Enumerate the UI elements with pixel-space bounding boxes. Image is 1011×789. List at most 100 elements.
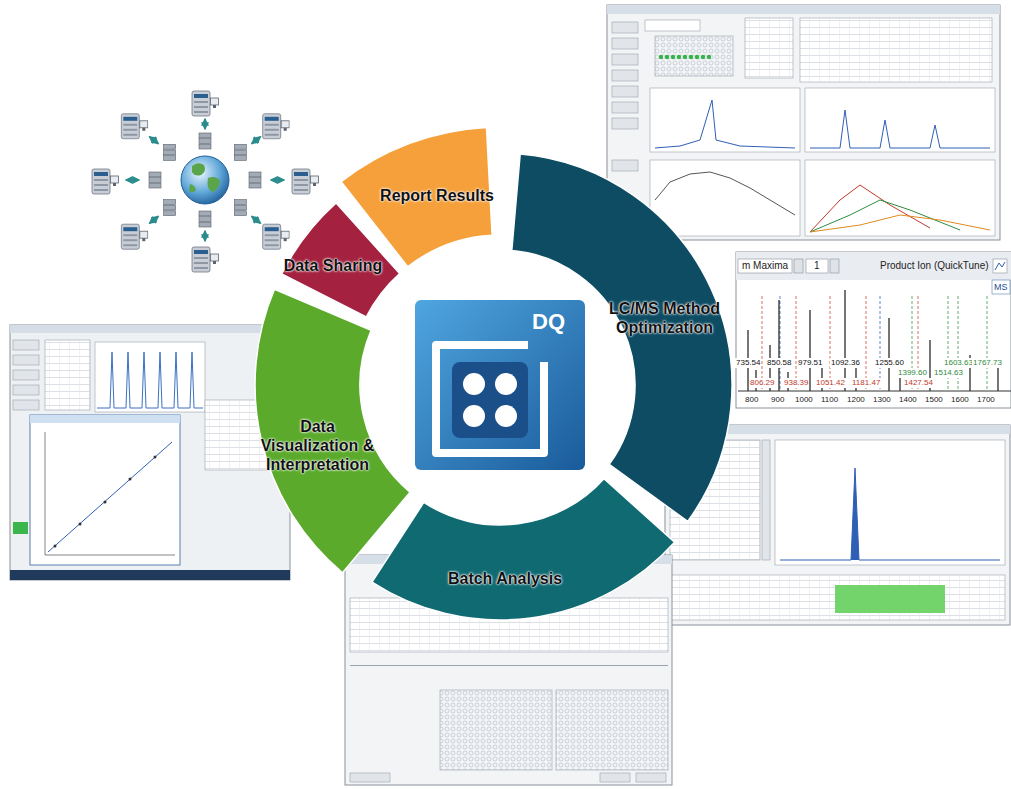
- spectrum-panel-part-part: [780, 296, 781, 391]
- batch-screenshot-part: [556, 690, 668, 770]
- network-illustration-part: [121, 114, 148, 139]
- visualization-screenshot-part: [45, 555, 175, 556]
- optimization-screenshot-part: [650, 160, 800, 236]
- network-illustration-part: [292, 169, 319, 194]
- spectrum-panel-part-part: [778, 300, 779, 391]
- network-illustration-part: [121, 224, 148, 249]
- peak-label: 806.29: [749, 378, 775, 388]
- network-illustration-part: [189, 184, 196, 192]
- network-illustration-part: [234, 200, 246, 216]
- optimization-screenshot-part: [810, 185, 930, 232]
- network-illustration-part: [208, 177, 221, 192]
- dq-logo-part: [452, 362, 528, 438]
- visualization-screenshot-part-part: [13, 340, 39, 350]
- axis-tick-label: 1600: [950, 395, 970, 405]
- axis-tick-label: 1300: [872, 395, 892, 405]
- optimization-screenshot-part-part: [659, 55, 663, 59]
- optimization-screenshot-part-part: [612, 118, 638, 129]
- batch-screenshot-part: [636, 773, 666, 782]
- dropdown-text: m Maxima: [741, 260, 789, 272]
- network-illustration-part: [234, 144, 246, 160]
- visualization-screenshot-part: [54, 456, 157, 548]
- axis-tick-label: 1500: [924, 395, 944, 405]
- optimization-screenshot-part: [612, 22, 638, 171]
- spectrum-panel-part: [794, 259, 803, 273]
- segment-shape: [370, 476, 677, 622]
- optimization-screenshot-part-part: [665, 55, 669, 59]
- spectrum-panel-part: [748, 290, 998, 391]
- optimization-screenshot-part-part: [612, 38, 638, 49]
- dq-logo-part: [436, 345, 544, 453]
- visualization-screenshot-part: [97, 352, 203, 408]
- network-illustration-part-part: [150, 216, 159, 223]
- network-illustration-part: [263, 224, 290, 249]
- sharing-segment: Data Sharing: [277, 200, 402, 319]
- dq-logo-part: [415, 300, 585, 470]
- visualization-screenshot-part-part: [79, 523, 82, 526]
- segment-shape: [509, 151, 738, 524]
- spectrum-panel-part: [736, 252, 1011, 408]
- segment-fill: [512, 154, 732, 522]
- visualization-screenshot-part: [10, 570, 290, 580]
- spectrum-panel-part: [736, 252, 1011, 280]
- peak-label: 735.54: [735, 358, 761, 368]
- spectrum-panel-part-part: [888, 318, 889, 391]
- spectrum-panel-part: [830, 259, 839, 273]
- network-illustration-part: [192, 163, 205, 175]
- optimization-screenshot-part: [659, 55, 711, 59]
- segment-title: Batch Analysis: [447, 569, 563, 588]
- spectrum-panel-part-part: [830, 296, 831, 391]
- network-illustration-part: [249, 172, 261, 188]
- network-illustration-part-part: [150, 137, 159, 144]
- dq-logo-part-part: [463, 405, 485, 427]
- peak-label: 1092.36: [830, 358, 861, 368]
- optimization-screenshot-part: [655, 172, 795, 215]
- optimization-segment: LC/MS Method Optimization: [509, 151, 738, 524]
- optimization-screenshot-part: [607, 5, 1000, 14]
- optimization-screenshot-part-part: [612, 22, 638, 33]
- optimization-screenshot-part-part: [701, 55, 705, 59]
- quant-screenshot-part: [762, 440, 770, 560]
- visualization-screenshot-part-part: [13, 400, 39, 410]
- peak-label: 1514.63: [933, 368, 964, 378]
- network-illustration-part: [126, 119, 284, 241]
- network-illustration-part: [192, 91, 219, 116]
- spectrum-panel-part-part: [809, 310, 810, 391]
- axis-tick-label: 800: [744, 395, 759, 405]
- visualization-screenshot-part: [45, 340, 90, 410]
- visualization-segment: Data Visualization & Interpretation: [244, 287, 413, 575]
- network-illustration-part: [92, 169, 119, 194]
- optimization-screenshot-part-part: [612, 86, 638, 97]
- network-illustration-part-part: [126, 179, 139, 181]
- visualization-screenshot-part: [13, 340, 39, 410]
- optimization-screenshot-part-part: [612, 102, 638, 113]
- optimization-screenshot-part-part: [671, 55, 675, 59]
- visualization-screenshot-part: [13, 522, 28, 534]
- spectrum-panel-part: [995, 262, 1005, 270]
- network-illustration-part: [263, 114, 290, 139]
- visualization-screenshot-part: [30, 415, 180, 565]
- segment-title: Report Results: [380, 186, 495, 205]
- axis-tick-label: 1100: [820, 395, 839, 405]
- optimization-screenshot-part-part: [612, 54, 638, 65]
- dq-logo-part: [463, 373, 517, 427]
- spectrum-panel-part-part: [880, 296, 881, 391]
- spectrum-panel-part: [738, 391, 1011, 392]
- spectrum-panel-part-part: [866, 296, 867, 391]
- optimization-screenshot-part: [805, 88, 995, 152]
- network-illustration-part-part: [252, 216, 261, 223]
- optimization-screenshot-part-part: [689, 55, 693, 59]
- visualization-screenshot-part-part: [13, 355, 39, 365]
- network-illustration-part-part: [204, 119, 206, 129]
- optimization-screenshot-part-part: [612, 160, 638, 171]
- visualization-screenshot-part: [45, 432, 46, 555]
- optimization-screenshot-part: [655, 36, 733, 76]
- axis-tick-label: 1000: [794, 395, 814, 405]
- axis-tick-label: 900: [770, 395, 785, 405]
- batch-screenshot-part: [440, 690, 552, 770]
- peak-label: 850.58: [766, 358, 792, 368]
- quant-screenshot-part: [670, 575, 1005, 620]
- spectrum-panel-part: [762, 296, 987, 391]
- network-illustration-part-part: [271, 179, 284, 181]
- optimization-screenshot-part-part: [612, 70, 638, 81]
